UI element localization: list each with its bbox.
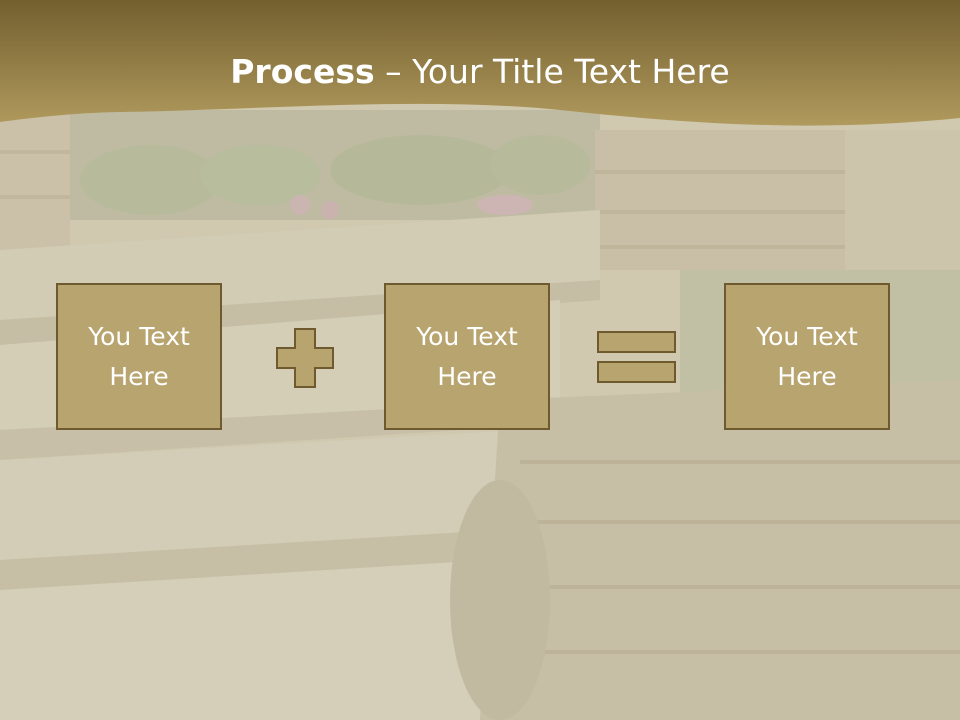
process-box-1-text: You Text Here: [88, 321, 190, 391]
process-box-2-text: You Text Here: [416, 321, 518, 391]
slide-title: Process – Your Title Text Here: [0, 52, 960, 91]
title-bold-part: Process: [230, 52, 375, 91]
process-box-3-text: You Text Here: [756, 321, 858, 391]
process-box-1[interactable]: You Text Here: [56, 283, 222, 430]
plus-icon: [276, 328, 334, 388]
header-banner: [0, 0, 960, 126]
process-box-3[interactable]: You Text Here: [724, 283, 890, 430]
title-separator: –: [374, 52, 413, 91]
equals-icon: [597, 331, 676, 383]
process-box-2[interactable]: You Text Here: [384, 283, 550, 430]
title-rest: Your Title Text Here: [412, 52, 730, 91]
